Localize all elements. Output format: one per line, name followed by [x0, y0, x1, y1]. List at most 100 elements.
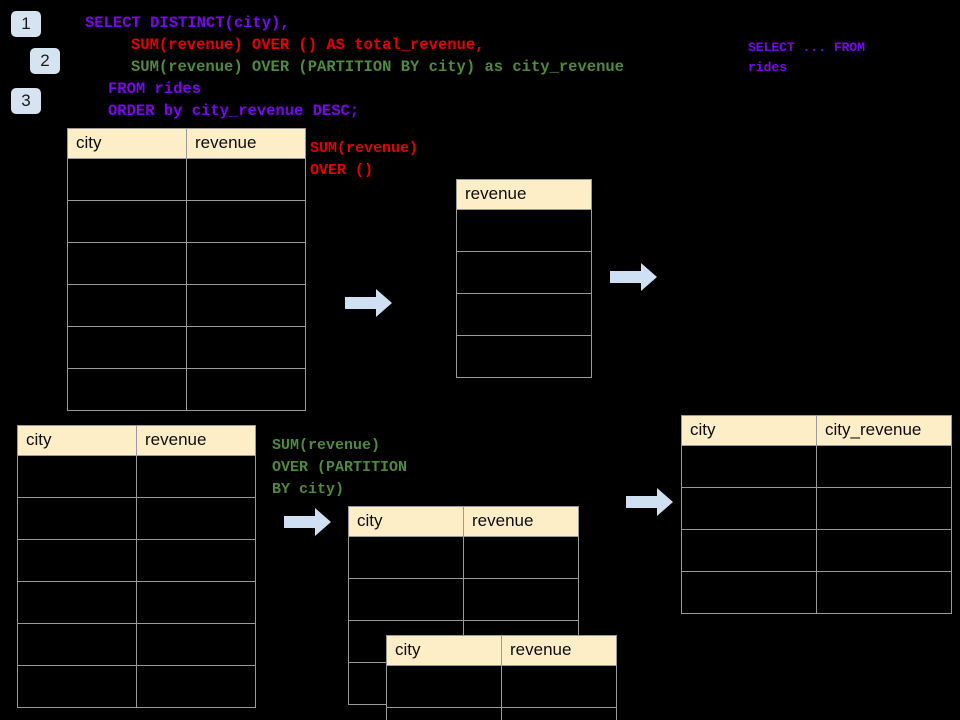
table-cell-empty — [136, 455, 256, 498]
table-cell-empty — [186, 200, 306, 243]
column-header-revenue: revenue — [456, 179, 592, 210]
table-cell-empty — [456, 293, 592, 336]
annotation-sum-over-empty: SUM(revenue) OVER () — [310, 140, 419, 179]
table-cell-empty — [186, 158, 306, 201]
step-badge-1: 1 — [11, 11, 41, 37]
table-row — [348, 536, 579, 579]
step-badge-3: 3 — [11, 88, 41, 114]
table-cell-empty — [17, 581, 137, 624]
table-row — [67, 284, 306, 327]
side-note-select-from-rides: SELECT ... FROM rides — [748, 40, 866, 75]
table-cell-empty — [17, 497, 137, 540]
table-cell-empty — [17, 665, 137, 708]
arrow-top-right-icon — [610, 263, 657, 291]
arrow-bottom-right-icon — [626, 488, 673, 516]
table-cell-empty — [136, 539, 256, 582]
table-cell-empty — [816, 445, 952, 488]
table-row — [456, 293, 592, 336]
table-row — [681, 445, 952, 488]
table-cell-empty — [463, 536, 579, 579]
table-cell-empty — [456, 251, 592, 294]
table-row — [348, 578, 579, 621]
column-header-city: city — [386, 635, 502, 666]
table-row — [17, 623, 256, 666]
table-cell-empty — [67, 200, 187, 243]
arrow-top-left-icon — [345, 289, 392, 317]
table-row — [67, 242, 306, 285]
table-cell-empty — [67, 368, 187, 411]
table-row — [67, 326, 306, 369]
table-row — [681, 529, 952, 572]
table-row — [386, 665, 617, 708]
table-row — [456, 335, 592, 378]
column-header-revenue: revenue — [186, 128, 306, 159]
table-cell-empty — [186, 326, 306, 369]
table-row — [67, 368, 306, 411]
table-row — [17, 581, 256, 624]
table-cell-empty — [67, 158, 187, 201]
table-cell-empty — [186, 368, 306, 411]
table-cell-empty — [501, 665, 617, 708]
table-row — [17, 539, 256, 582]
table-cell-empty — [17, 623, 137, 666]
table-cell-empty — [681, 445, 817, 488]
table-cell-empty — [136, 623, 256, 666]
column-header-city: city — [681, 415, 817, 446]
column-header-city: city — [17, 425, 137, 456]
table-cell-empty — [386, 707, 502, 720]
table-cell-empty — [136, 665, 256, 708]
table-cell-empty — [136, 497, 256, 540]
table-row — [17, 455, 256, 498]
table-cell-empty — [17, 455, 137, 498]
table-cell-empty — [501, 707, 617, 720]
table-cell-empty — [67, 326, 187, 369]
table-cell-empty — [17, 539, 137, 582]
table-row — [681, 487, 952, 530]
table-cell-empty — [816, 487, 952, 530]
table-cell-empty — [348, 578, 464, 621]
table-row — [67, 158, 306, 201]
sql-line-1: SELECT DISTINCT(city), — [85, 14, 290, 32]
table-row — [681, 571, 952, 614]
column-header-city: city — [67, 128, 187, 159]
sql-line-4: FROM rides — [108, 80, 202, 98]
table-cell-empty — [186, 242, 306, 285]
table-row — [456, 209, 592, 252]
table-row — [17, 665, 256, 708]
sql-line-5: ORDER by city_revenue DESC; — [108, 102, 360, 120]
table-cell-empty — [456, 335, 592, 378]
column-header-revenue: revenue — [136, 425, 256, 456]
table-cell-empty — [67, 284, 187, 327]
sql-line-3: SUM(revenue) OVER (PARTITION BY city) as… — [131, 58, 624, 76]
arrow-bottom-left-icon — [284, 508, 331, 536]
table-cell-empty — [681, 571, 817, 614]
table-total-revenue: revenue — [456, 179, 592, 378]
table-cell-empty — [348, 536, 464, 579]
table-cell-empty — [681, 487, 817, 530]
table-row — [17, 497, 256, 540]
table-cell-empty — [67, 242, 187, 285]
table-cell-empty — [136, 581, 256, 624]
table-cell-empty — [816, 571, 952, 614]
table-cell-empty — [463, 578, 579, 621]
table-cell-empty — [386, 665, 502, 708]
table-cell-empty — [681, 529, 817, 572]
column-header-city_revenue: city_revenue — [816, 415, 952, 446]
column-header-city: city — [348, 506, 464, 537]
sql-line-2: SUM(revenue) OVER () AS total_revenue, — [131, 36, 485, 54]
step-badge-2: 2 — [30, 48, 60, 74]
table-cell-empty — [816, 529, 952, 572]
column-header-revenue: revenue — [463, 506, 579, 537]
table-cell-empty — [456, 209, 592, 252]
annotation-sum-over-partition: SUM(revenue) OVER (PARTITION BY city) — [272, 437, 408, 498]
